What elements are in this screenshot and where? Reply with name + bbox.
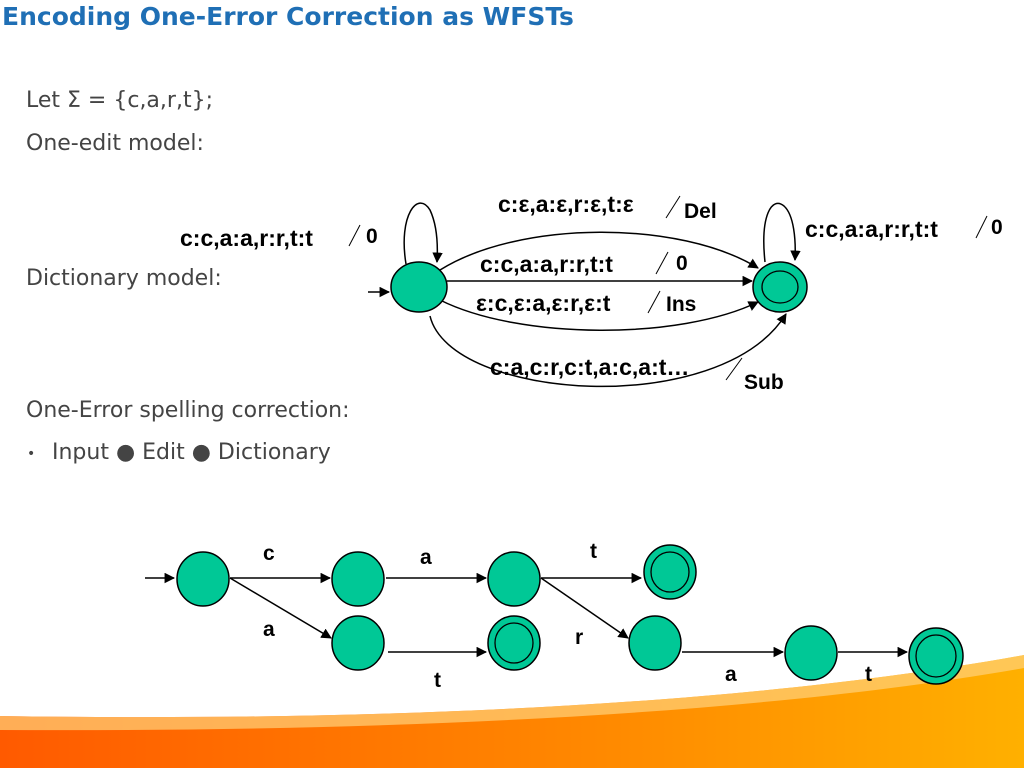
edit-self-loop-start-weight: 0 <box>366 225 378 248</box>
edit-start-self-loop <box>403 202 443 265</box>
edit-state-final-ring <box>761 270 799 304</box>
sigma-definition: Let Σ = {c,a,r,t}; <box>26 88 213 113</box>
dict-state-3 <box>331 615 385 671</box>
dict-state-4 <box>628 615 682 671</box>
edit-sub-label: c:a,c:r,c:t,a:c,a:t… <box>490 354 689 380</box>
edit-model-fst: c:c,a:a,r:r,t:t 0 c:c,a:a,r:r,t:t 0 c:ε,… <box>180 191 1003 394</box>
edit-self-loop-end-weight: 0 <box>991 216 1003 239</box>
edit-self-loop-end-label: c:c,a:a,r:r,t:t <box>805 216 938 242</box>
edit-state-start <box>390 261 448 313</box>
edit-sub-slash <box>725 357 743 381</box>
dict-state-5 <box>784 625 838 681</box>
dict-state-final-cat-ring <box>650 551 690 593</box>
edit-ins-edge <box>439 299 759 331</box>
dict-state-0 <box>176 551 230 607</box>
dict-label-t2: t <box>434 669 441 692</box>
slide-title: Encoding One-Error Correction as WFSTs <box>2 2 574 31</box>
dict-label-c: c <box>263 542 275 565</box>
composition-pipeline: Input ● Edit ● Dictionary <box>52 440 331 465</box>
edit-ins-label: ε:c,ε:a,ε:r,ε:t <box>476 290 611 316</box>
dict-state-final-at-ring <box>494 622 534 664</box>
edit-del-edge <box>439 231 759 271</box>
dict-edge-r <box>540 577 629 639</box>
edit-sub-weight: Sub <box>744 371 784 394</box>
spelling-correction-label: One-Error spelling correction: <box>26 398 350 423</box>
dict-label-t1: t <box>590 540 597 563</box>
footer-swoosh-highlight <box>0 655 1024 731</box>
edit-self-loop-end-slash <box>975 215 988 239</box>
dictionary-fst: c a t a t r a t <box>145 540 964 692</box>
edit-del-weight: Del <box>684 200 717 223</box>
dict-label-a1: a <box>420 546 432 569</box>
dict-label-t3: t <box>865 663 872 686</box>
edit-match-weight: 0 <box>676 252 688 275</box>
edit-self-loop-start-slash <box>348 224 361 247</box>
edit-match-label: c:c,a:a,r:r,t:t <box>480 251 613 277</box>
dict-label-r: r <box>575 626 583 649</box>
edit-sub-edge <box>429 313 787 388</box>
dict-state-final-cat <box>643 544 697 600</box>
bullet-dot: • <box>27 446 36 462</box>
edit-ins-slash <box>647 290 661 314</box>
dict-state-1 <box>331 551 385 607</box>
dictionary-model-label: Dictionary model: <box>26 266 222 291</box>
dict-label-a3: a <box>725 663 737 686</box>
dict-edge-a2 <box>229 577 332 639</box>
edit-match-slash <box>655 251 669 275</box>
dict-state-final-cart <box>908 627 964 685</box>
dict-label-a2: a <box>263 618 275 641</box>
edit-model-label: One-edit model: <box>26 131 204 156</box>
edit-del-slash <box>665 195 681 219</box>
edit-end-self-loop <box>763 202 801 263</box>
dict-state-final-cart-ring <box>915 634 957 678</box>
edit-state-final <box>752 261 808 313</box>
edit-self-loop-start-label: c:c,a:a,r:r,t:t <box>180 225 313 251</box>
dict-state-final-at <box>487 615 541 671</box>
edit-del-label: c:ε,a:ε,r:ε,t:ε <box>498 191 634 217</box>
edit-ins-weight: Ins <box>666 293 696 316</box>
dict-state-2 <box>487 551 541 607</box>
